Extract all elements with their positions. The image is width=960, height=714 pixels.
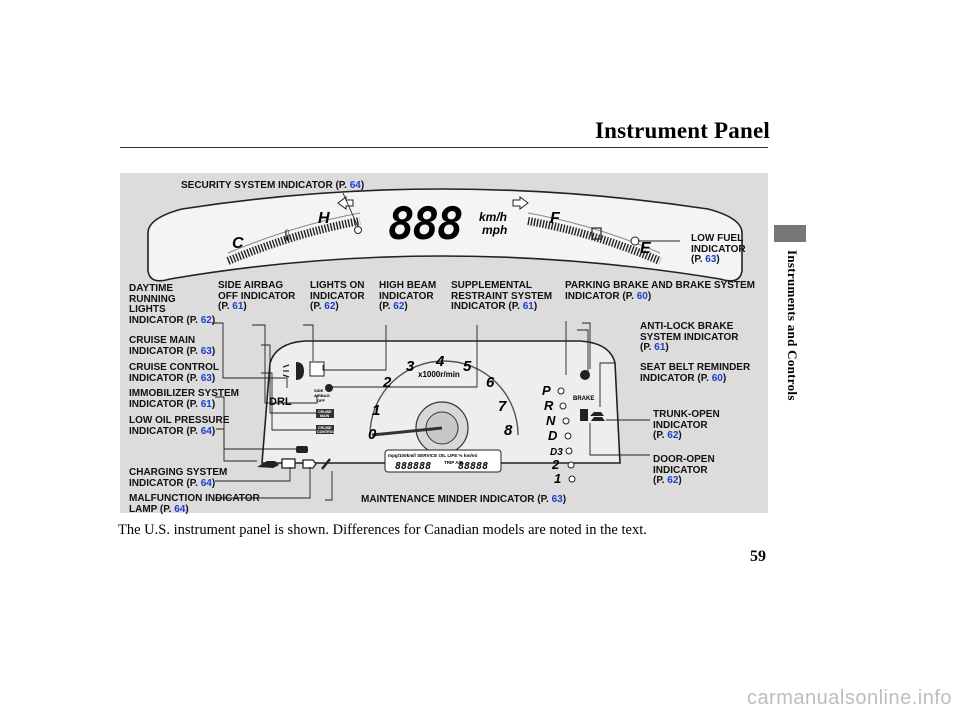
speed-digits: 888: [388, 199, 462, 250]
section-label: Instruments and Controls: [785, 250, 800, 401]
battery-icon: [281, 458, 296, 469]
trunk-open-icon: [590, 412, 604, 416]
callout-security-system: SECURITY SYSTEM INDICATOR (P. 64): [181, 180, 365, 191]
temp-gauge-scale: [226, 217, 361, 265]
gear-label: 2: [551, 457, 560, 472]
page-number: 59: [750, 548, 766, 565]
cruise-main-indicator-icon: [316, 409, 334, 418]
gear-label: N: [546, 413, 556, 428]
callout-immobilizer: IMMOBILIZER SYSTEM INDICATOR (P. 61): [129, 388, 239, 410]
seat-belt-icon: [580, 409, 588, 421]
tach-number: 3: [406, 358, 415, 375]
callout-low-fuel: LOW FUEL INDICATOR (P. 63): [691, 233, 746, 265]
fuel-empty-label: E: [640, 240, 652, 257]
coolant-temp-icon: 🌡: [280, 229, 294, 242]
gear-lamps: [557, 387, 576, 483]
abs-indicator-icon: [580, 370, 590, 380]
header-rule: [120, 147, 768, 148]
door-open-icon: [591, 417, 605, 421]
watermark: carmanualsonline.info: [746, 687, 952, 709]
callout-lights-on: LIGHTS ON INDICATOR (P. 62): [310, 280, 365, 312]
svg-text:CRUISE: CRUISE: [318, 410, 332, 414]
instrument-panel-drawing: C H 🌡 F E 888 km/h mph 0 1 2 3 4 5 6: [147, 188, 743, 501]
svg-text:CONTROL: CONTROL: [317, 430, 336, 434]
svg-text:OFF: OFF: [317, 398, 326, 403]
maintenance-wrench-icon: [321, 458, 331, 470]
security-lamp: [354, 226, 362, 234]
tach-needle: [371, 426, 443, 437]
instrument-panel-figure: C H 🌡 F E 888 km/h mph 0 1 2 3 4 5 6: [120, 173, 768, 515]
brake-indicator-icon: BRAKE: [573, 396, 594, 402]
srs-indicator-icon: [325, 384, 333, 392]
section-tab-marker: [774, 225, 806, 242]
callout-cruise-main: CRUISE MAIN INDICATOR (P. 63): [129, 335, 216, 357]
info-display-header: mpg/100km/l SERVICE OIL LIFE % km/mi: [388, 453, 477, 458]
speed-unit-mph: mph: [482, 223, 507, 237]
gear-label: R: [544, 398, 554, 413]
side-airbag-text: SIDE: [314, 388, 324, 393]
gear-label: P: [542, 383, 551, 398]
drl-indicator-icon: DRL: [269, 396, 292, 408]
low-fuel-lamp: [630, 236, 640, 246]
callout-charging-system: CHARGING SYSTEM INDICATOR (P. 64): [129, 467, 228, 489]
gear-label: D3: [550, 447, 563, 458]
svg-text:CRUISE: CRUISE: [318, 426, 332, 430]
tach-numbers: 0 1 2 3 4 5 6 7 8: [368, 353, 513, 443]
tach-number: 8: [504, 422, 513, 439]
callout-low-oil-pressure: LOW OIL PRESSURE INDICATOR (P. 64): [129, 415, 230, 437]
callout-malfunction-lamp: MALFUNCTION INDICATOR LAMP (P. 64): [129, 493, 260, 515]
gear-label: D: [548, 428, 558, 443]
fuel-pump-icon: [591, 227, 602, 240]
callout-seat-belt-reminder: SEAT BELT REMINDER INDICATOR (P. 60): [640, 362, 751, 384]
gear-position-list: P R N D D3 2 1: [542, 383, 563, 486]
figure-caption: The U.S. instrument panel is shown. Diff…: [118, 522, 647, 538]
lights-on-indicator-icon: [282, 364, 290, 378]
callout-high-beam: HIGH BEAM INDICATOR (P. 62): [379, 280, 437, 312]
callout-srs: SUPPLEMENTAL RESTRAINT SYSTEM INDICATOR …: [451, 280, 553, 312]
gear-label: 1: [554, 471, 561, 486]
fuel-gauge-scale: [527, 217, 662, 265]
callout-daytime-running-lights: DAYTIME RUNNING LIGHTS INDICATOR (P. 62): [129, 283, 216, 326]
cruise-control-indicator-icon: [316, 425, 334, 434]
right-turn-arrow-icon: [512, 196, 529, 210]
tach-number: 6: [486, 374, 495, 391]
left-turn-arrow-icon: [337, 196, 354, 210]
tachometer-dial: [369, 360, 519, 436]
page-title: Instrument Panel: [594, 118, 770, 143]
callout-maintenance-minder: MAINTENANCE MINDER INDICATOR (P. 63): [361, 494, 567, 505]
callout-cruise-control: CRUISE CONTROL INDICATOR (P. 63): [129, 362, 219, 384]
callout-side-airbag-off: SIDE AIRBAG OFF INDICATOR (P. 61): [218, 280, 296, 312]
tach-number: 5: [463, 358, 472, 375]
svg-text:MAIN: MAIN: [320, 414, 330, 418]
callout-anti-lock-brake: ANTI-LOCK BRAKE SYSTEM INDICATOR (P. 61): [640, 321, 739, 353]
upper-display-housing: [147, 188, 743, 282]
tach-number: 7: [498, 398, 507, 415]
temp-hot-label: H: [318, 210, 330, 227]
fuel-full-label: F: [550, 210, 561, 227]
callout-door-open: DOOR-OPEN INDICATOR (P. 62): [653, 454, 715, 486]
callout-leader-lines: [212, 192, 680, 501]
callout-parking-brake: PARKING BRAKE AND BRAKE SYSTEM INDICATOR…: [565, 280, 756, 302]
info-digits-left: 888888: [395, 461, 431, 472]
trip-ab-label: TRIP A/B: [444, 460, 464, 465]
tach-number: 2: [382, 374, 392, 391]
immobilizer-indicator-icon: [296, 446, 308, 453]
callout-trunk-open: TRUNK-OPEN INDICATOR (P. 62): [653, 409, 720, 441]
temp-cold-label: C: [232, 235, 244, 252]
info-digits-right: 88888: [458, 461, 488, 472]
multi-info-display: [384, 449, 502, 473]
tach-number: 1: [372, 402, 380, 419]
tach-number: 4: [435, 353, 445, 370]
speed-unit-kmh: km/h: [479, 210, 507, 224]
oil-pressure-icon: [257, 461, 279, 468]
tach-unit: x1000r/min: [418, 370, 460, 379]
check-engine-icon: [302, 459, 317, 469]
tach-number: 0: [368, 426, 377, 443]
high-beam-indicator-icon: [309, 361, 325, 377]
svg-text:AIRBAG: AIRBAG: [314, 393, 330, 398]
